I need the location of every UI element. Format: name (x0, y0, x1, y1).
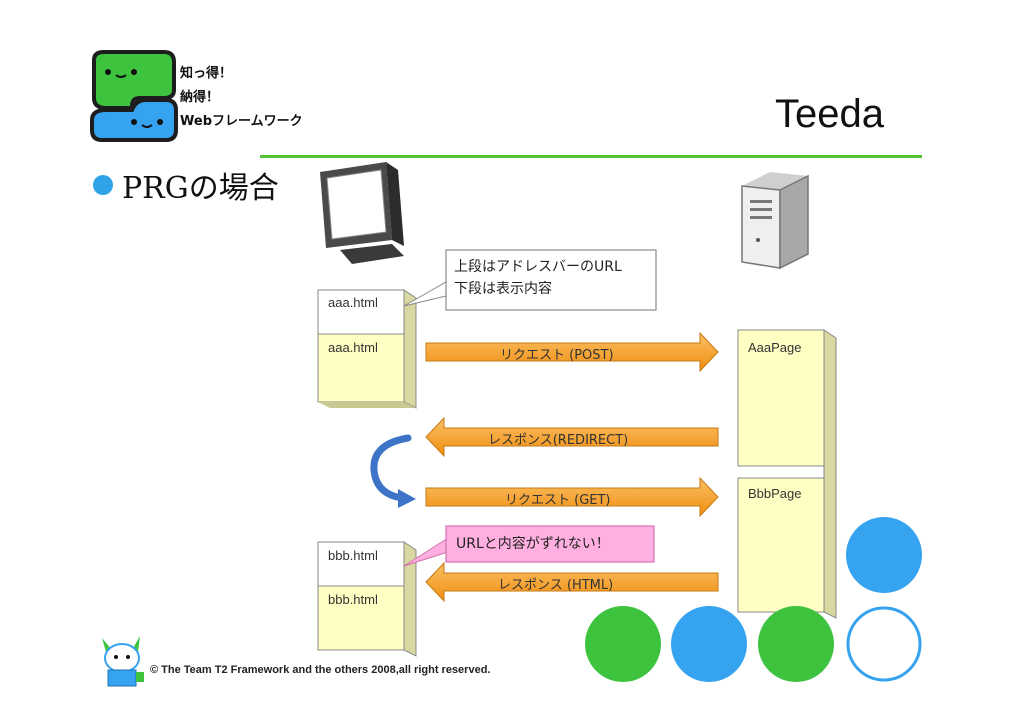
logo-line-1: 知っ得！ (180, 66, 233, 81)
browser-content-bottom: bbb.html (328, 592, 378, 607)
pink-callout-box (445, 525, 655, 563)
server-tower-icon (741, 172, 809, 270)
footer-mascot (96, 630, 148, 690)
arrow-response-redirect (425, 416, 719, 458)
server-page-aaa: AaaPage (748, 340, 802, 355)
bullet-icon (93, 175, 113, 195)
note-callout-box (445, 249, 657, 311)
logo-line-2: 納得！ (180, 90, 220, 105)
monitor-icon (320, 162, 404, 264)
arrow-request-get (425, 476, 719, 518)
note-line-1: 上段はアドレスバーのURL (454, 259, 622, 275)
server-page-bbb: BbbPage (748, 486, 802, 501)
server-pages (737, 329, 837, 619)
decor-circle-green-1 (585, 606, 661, 682)
browser-block-top (317, 289, 417, 409)
arrow-label-request-post: リクエスト (POST) (500, 348, 614, 363)
footer-copyright: © The Team T2 Framework and the others 2… (150, 664, 491, 676)
logo (88, 48, 180, 144)
arrow-response-html (425, 561, 719, 603)
browser-url-bottom: bbb.html (328, 548, 378, 563)
slide-title: Teeda (775, 92, 884, 136)
browser-url-top: aaa.html (328, 295, 378, 310)
logo-text: 知っ得！ 納得！ Webフレームワーク (180, 62, 350, 134)
decor-circle-blue-1 (671, 606, 747, 682)
blob-characters-logo-icon (90, 50, 178, 142)
arrow-label-response-redirect: レスポンス(REDIRECT) (488, 433, 629, 448)
bullet-text: PRGの場合 (122, 171, 279, 206)
pink-callout-text: URLと内容がずれない！ (456, 536, 610, 552)
logo-line-3: Webフレームワーク (180, 114, 303, 129)
browser-content-top: aaa.html (328, 340, 378, 355)
browser-block-bottom (317, 541, 417, 657)
arrow-request-post (425, 331, 719, 373)
decor-circle-blue-top (846, 517, 922, 593)
title-divider (260, 155, 922, 158)
note-line-2: 下段は表示内容 (454, 281, 552, 297)
note-callout-text: 上段はアドレスバーのURL 下段は表示内容 (454, 256, 622, 300)
decor-circle-green-2 (758, 606, 834, 682)
decor-circle-outline (846, 606, 922, 682)
redirect-loop-arrow (370, 434, 416, 508)
arrow-label-response-html: レスポンス (HTML) (498, 578, 614, 593)
arrow-label-request-get: リクエスト (GET) (505, 493, 611, 508)
mascot-icon (102, 636, 144, 687)
